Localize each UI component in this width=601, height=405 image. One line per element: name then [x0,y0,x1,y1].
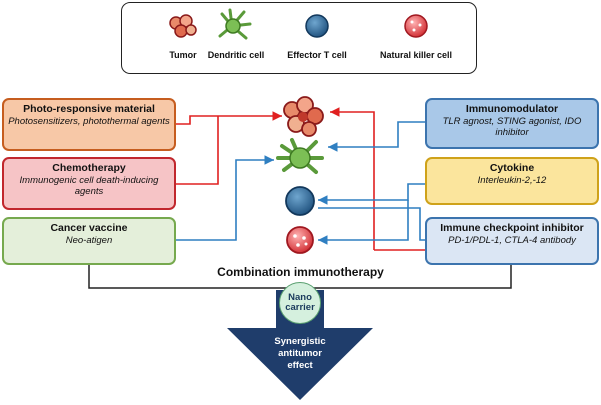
checkpoint-inhibitor-box: Immune checkpoint inhibitor PD-1/PDL-1, … [425,217,599,265]
legend-effector-t-label: Effector T cell [287,50,347,60]
legend-dendritic-icon [218,8,252,40]
arrow-vaccine-to-dendritic [176,155,274,241]
center-nk-icon [286,226,314,254]
checkpoint-inhibitor-title: Immune checkpoint inhibitor [440,222,584,234]
arrow-right-to-tumor [330,107,375,250]
legend-tumor-label: Tumor [169,50,197,60]
arrow-photo-to-tumor [176,111,282,125]
chemotherapy-box: Chemotherapy Immunogenic cell death-indu… [2,157,176,210]
cytokine-box: Cytokine Interleukin-2,-12 [425,157,599,205]
legend-nk-icon [404,14,428,38]
combination-immunotherapy-label: Combination immunotherapy [217,265,384,279]
nano-carrier-line1: Nano [288,291,312,303]
arrow-checkpoint-to-tcell [318,207,425,241]
legend-box [121,2,477,74]
legend-nk-label: Natural killer cell [379,50,453,60]
photo-responsive-title: Photo-responsive material [23,103,155,115]
cytokine-subtitle: Interleukin-2,-12 [477,174,547,186]
arrow-cyto-to-nk [318,200,409,245]
immunomodulator-box: Immunomodulator TLR agnost, STING agonis… [425,98,599,149]
center-dendritic-icon [276,138,324,174]
chemotherapy-subtitle: Immunogenic cell death-inducing agents [19,174,159,197]
synergy-line3: effect [287,359,313,371]
legend-tumor-icon [169,14,197,38]
nano-carrier-line2: carrier [285,302,315,313]
photo-responsive-box: Photo-responsive material Photosensitize… [2,98,176,151]
photo-responsive-subtitle: Photosensitizers, photothermal agents [8,115,170,127]
immunomodulator-subtitle: TLR agnost, STING agonist, IDO inhibitor [442,115,582,138]
arrow-chemo-to-tumor [176,116,219,185]
big-down-arrow [227,290,373,400]
immunomodulator-title: Immunomodulator [465,103,559,115]
center-effector-t-icon [285,186,315,216]
chemotherapy-title: Chemotherapy [52,162,126,174]
synergy-line2: antitumor [278,347,322,359]
arrow-cyto-to-tcell [318,183,425,205]
legend-effector-t-icon [305,14,329,38]
center-tumor-icon [283,96,324,137]
arrow-immuno-to-dendritic [328,121,425,152]
cytokine-title: Cytokine [489,162,535,174]
synergistic-effect-label: Synergistic antitumor effect [250,336,350,372]
legend-dendritic-label: Dendritic cell [207,50,265,60]
cancer-vaccine-title: Cancer vaccine [50,222,128,234]
synergy-line1: Synergistic [274,336,326,347]
checkpoint-inhibitor-subtitle: PD-1/PDL-1, CTLA-4 antibody [448,234,576,246]
cancer-vaccine-box: Cancer vaccine Neo-atigen [2,217,176,265]
cancer-vaccine-subtitle: Neo-atigen [65,234,113,246]
nano-carrier-circle: Nano carrier [279,282,321,324]
